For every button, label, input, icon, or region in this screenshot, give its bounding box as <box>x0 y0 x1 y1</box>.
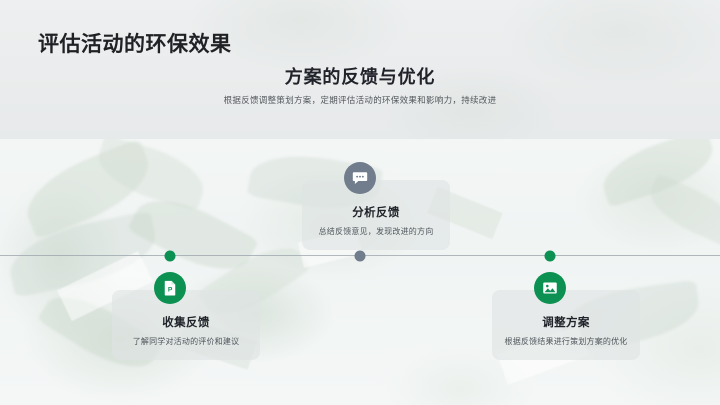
timeline-card-title: 调整方案 <box>542 317 590 329</box>
timeline-dot-analyze <box>354 250 366 262</box>
document-p-icon[interactable]: P <box>154 272 186 304</box>
chat-bubble-icon[interactable] <box>344 162 376 194</box>
timeline-card-collect[interactable]: 收集反馈 了解同学对活动的评价和建议 <box>112 290 260 361</box>
timeline-card-desc: 了解同学对活动的评价和建议 <box>132 337 240 346</box>
timeline-dot-collect <box>164 250 176 262</box>
timeline-card-title: 分析反馈 <box>352 207 400 219</box>
image-photo-icon[interactable] <box>534 272 566 304</box>
header-band <box>0 0 720 139</box>
timeline-dot-adjust <box>544 250 556 262</box>
timeline-card-desc: 根据反馈结果进行策划方案的优化 <box>504 337 628 346</box>
section-subtitle: 根据反馈调整策划方案，定期评估活动的环保效果和影响力，持续改进 <box>223 95 497 105</box>
timeline-card-adjust[interactable]: 调整方案 根据反馈结果进行策划方案的优化 <box>492 290 640 361</box>
header-background-wash <box>0 0 720 139</box>
timeline-card-title: 收集反馈 <box>162 317 210 329</box>
section-heading: 方案的反馈与优化 <box>284 67 436 87</box>
page-title: 评估活动的环保效果 <box>38 33 232 56</box>
timeline-card-analyze[interactable]: 分析反馈 总结反馈意见，发现改进的方向 <box>302 180 450 251</box>
timeline-card-desc: 总结反馈意见，发现改进的方向 <box>318 227 434 236</box>
svg-text:P: P <box>168 286 173 293</box>
